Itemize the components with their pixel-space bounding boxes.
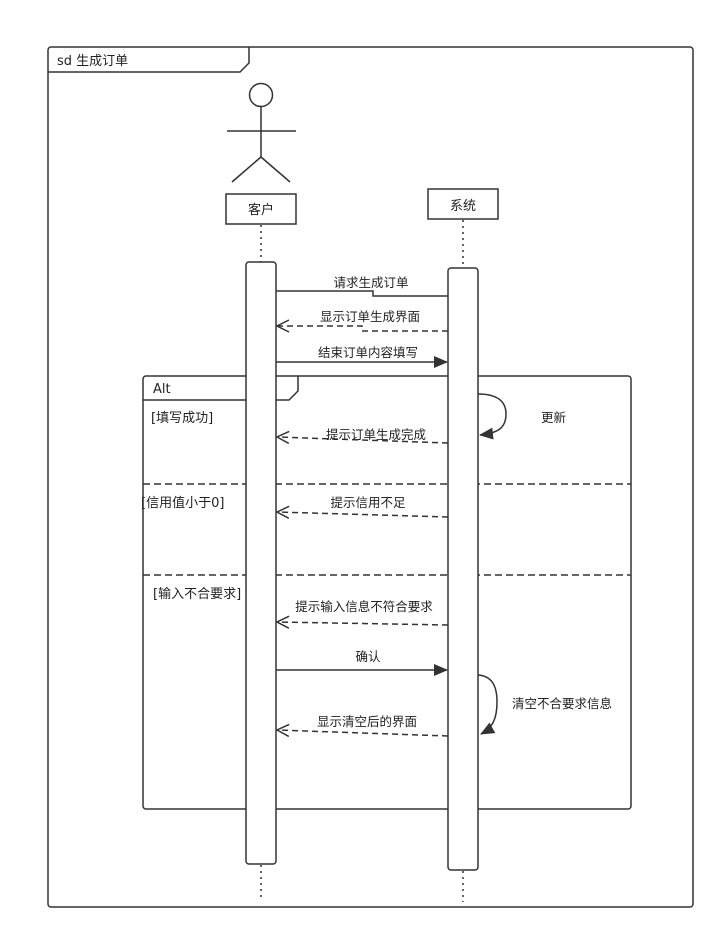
- customer-label: 客户: [248, 202, 274, 218]
- message-label-2: 显示订单生成界面: [320, 309, 420, 324]
- guard-1: [填写成功]: [151, 411, 213, 426]
- message-arrow-4: [277, 437, 449, 443]
- message-arrow-6: [277, 622, 449, 625]
- message-label-4: 提示订单生成完成: [326, 427, 426, 442]
- system-lifeline-head: [427, 188, 499, 220]
- message-label-1: 请求生成订单: [333, 275, 408, 290]
- frame-title-tab: [48, 47, 250, 73]
- customer-lifeline-head: [225, 193, 297, 225]
- customer-activation-bar: [245, 261, 277, 865]
- message-arrow-1: [276, 290, 448, 297]
- alt-label-tab: [143, 376, 299, 401]
- guard-3: [输入不合要求]: [153, 586, 241, 602]
- message-label-3: 结束订单内容填写: [318, 345, 418, 360]
- customer-actor-icon: [227, 82, 296, 183]
- system-activation-bar: [447, 267, 479, 871]
- alt-fragment: [142, 375, 632, 810]
- self-message-label-2: 清空不合要求信息: [512, 696, 612, 711]
- self-message-label-1: 更新: [541, 410, 566, 425]
- frame-title: sd 生成订单: [57, 54, 128, 69]
- message-label-7: 确认: [355, 649, 381, 664]
- diagram-frame: [47, 46, 694, 908]
- self-message-arrow-2: [477, 674, 498, 735]
- message-label-5: 提示信用不足: [330, 495, 406, 510]
- message-arrow-8: [277, 730, 449, 736]
- guard-2: [信用值小于0]: [141, 495, 224, 511]
- system-label: 系统: [450, 199, 476, 214]
- message-label-8: 显示清空后的界面: [317, 714, 417, 729]
- message-arrow-2: [277, 326, 448, 331]
- alt-label: Alt: [153, 382, 171, 397]
- message-arrow-5: [277, 512, 449, 517]
- self-message-arrow-1: [477, 393, 507, 440]
- message-label-6: 提示输入信息不符合要求: [295, 599, 433, 614]
